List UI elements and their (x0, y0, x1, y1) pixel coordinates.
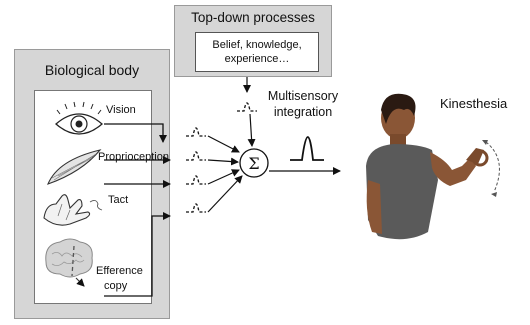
efference-label: Efference (96, 265, 143, 277)
arrow-to-sum-3 (207, 169, 240, 185)
tact-label: Tact (108, 194, 129, 206)
arrow-to-sum-4 (207, 175, 243, 213)
motion-arc (485, 141, 500, 193)
motion-arrowhead-top (482, 140, 488, 145)
sensory-distributions (186, 102, 257, 213)
proprioception-label: Proprioception (98, 151, 169, 163)
prior-to-sum-arrow (247, 113, 256, 147)
eye-icon (55, 101, 103, 135)
person-figure (366, 93, 489, 240)
brain-icon (45, 238, 93, 287)
kinesthesia-label: Kinesthesia (440, 96, 508, 111)
vision-label: Vision (106, 104, 136, 116)
biological-body-title: Biological body (44, 62, 140, 78)
hand-icon (43, 194, 103, 226)
arrow-to-sum-2 (207, 157, 239, 166)
muscle-icon (47, 149, 102, 185)
copy-label: copy (104, 280, 128, 292)
vision-arrow (104, 123, 167, 143)
sum-circle (239, 148, 269, 178)
motion-arrowhead-bottom (491, 192, 497, 197)
integrated-distribution (290, 136, 324, 161)
multisensory-integration-label: Multisensory integration (267, 89, 339, 119)
top-down-content-box: Belief, knowledge, experience… (195, 32, 319, 72)
efference-arrow (104, 212, 171, 297)
arrow-to-sum-1 (207, 135, 240, 153)
top-down-content: Belief, knowledge, experience… (212, 39, 302, 65)
sum-symbol: Σ (248, 154, 259, 173)
top-down-title: Top-down processes (191, 10, 315, 25)
